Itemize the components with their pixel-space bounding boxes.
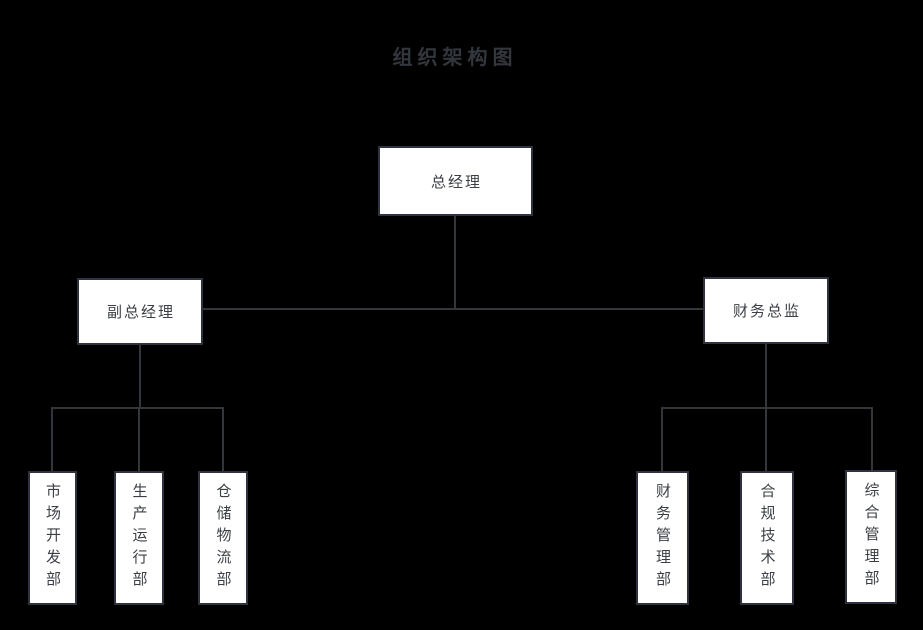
node-market-development-dept[interactable]: 市场开发部 xyxy=(28,471,77,605)
node-finance-director[interactable]: 财务总监 xyxy=(703,277,829,344)
connector-left-drop-3 xyxy=(222,407,224,471)
node-label: 财务总监 xyxy=(732,303,801,320)
connector-left-drop-1 xyxy=(51,407,53,471)
node-label: 市场开发部 xyxy=(44,483,61,593)
connector-right-elbow xyxy=(765,344,767,409)
connector-left-drop-2 xyxy=(138,409,140,471)
connector-right-drop-2 xyxy=(765,409,767,471)
node-label: 合规技术部 xyxy=(758,483,776,593)
connector-right-drop-1 xyxy=(661,407,663,471)
node-label: 综合管理部 xyxy=(862,482,880,592)
node-production-operations-dept[interactable]: 生产运行部 xyxy=(114,471,164,605)
node-label: 财务管理部 xyxy=(654,483,671,593)
connector-left-elbow xyxy=(139,345,141,409)
node-finance-management-dept[interactable]: 财务管理部 xyxy=(636,471,689,605)
node-general-administration-dept[interactable]: 综合管理部 xyxy=(845,470,897,604)
connector-root-down xyxy=(454,216,456,309)
node-general-manager[interactable]: 总经理 xyxy=(378,146,533,216)
node-label: 副总经理 xyxy=(106,304,175,321)
connector-right-rail xyxy=(661,407,873,409)
connector-right-drop-3 xyxy=(871,407,873,471)
node-warehouse-logistics-dept[interactable]: 仓储物流部 xyxy=(198,471,248,605)
connector-left-rail xyxy=(51,407,224,409)
node-deputy-general-manager[interactable]: 副总经理 xyxy=(77,278,203,345)
node-compliance-technology-dept[interactable]: 合规技术部 xyxy=(740,471,794,605)
node-label: 仓储物流部 xyxy=(214,483,232,593)
node-label: 总经理 xyxy=(430,173,482,191)
node-label: 生产运行部 xyxy=(130,483,148,593)
chart-title: 组织架构图 xyxy=(392,47,518,69)
connector-main-horizontal xyxy=(203,308,703,310)
